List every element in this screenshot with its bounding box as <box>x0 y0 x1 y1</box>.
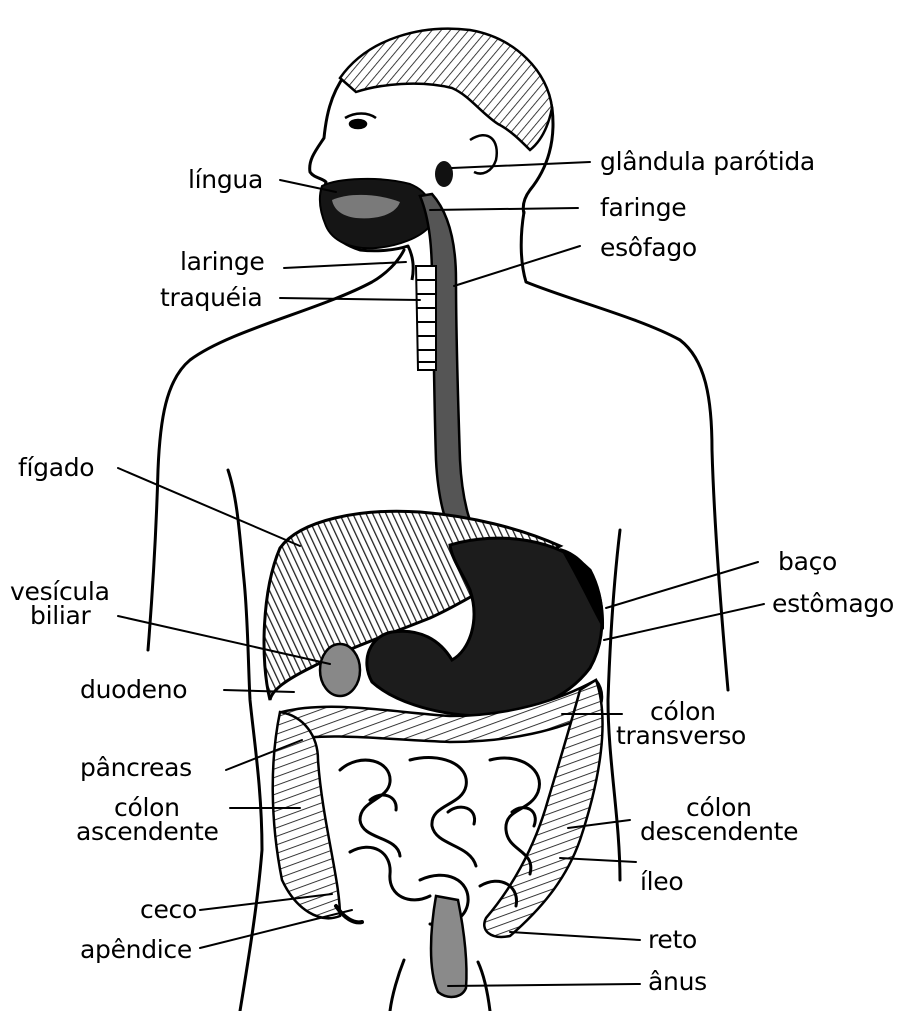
label-parotid-gland: glândula parótida <box>600 150 815 174</box>
ascending-colon <box>273 712 340 918</box>
label-transverse-colon: cólon transverso <box>616 700 746 748</box>
label-larynx: laringe <box>180 250 265 274</box>
label-duodenum: duodeno <box>80 678 187 702</box>
label-transverse-colon-line2: transverso <box>616 724 746 748</box>
label-pharynx: faringe <box>600 196 686 220</box>
label-liver: fígado <box>18 456 94 480</box>
appendix <box>336 906 362 922</box>
label-gallbladder: vesícula biliar <box>10 580 110 628</box>
label-tongue: língua <box>188 168 263 192</box>
label-trachea: traquéia <box>160 286 262 310</box>
label-cecum: ceco <box>140 898 197 922</box>
gallbladder <box>320 644 360 696</box>
label-descending-colon: cólon descendente <box>640 796 798 844</box>
parotid-gland <box>435 161 453 187</box>
esophagus <box>420 194 486 562</box>
label-ileum: íleo <box>640 870 683 894</box>
label-anus: ânus <box>648 970 707 994</box>
label-gallbladder-line2: biliar <box>30 604 110 628</box>
trachea <box>416 266 436 370</box>
face-features <box>345 114 497 174</box>
label-spleen: baço <box>778 550 837 574</box>
rectum <box>431 896 467 997</box>
label-ascending-colon: cólon ascendente <box>76 796 219 844</box>
label-appendix: apêndice <box>80 938 192 962</box>
label-esophagus: esôfago <box>600 236 697 260</box>
label-rectum: reto <box>648 928 697 952</box>
label-descending-colon-line2: descendente <box>640 820 798 844</box>
hair <box>340 29 552 150</box>
label-stomach: estômago <box>772 592 894 616</box>
label-pancreas: pâncreas <box>80 756 192 780</box>
label-ascending-colon-line2: ascendente <box>76 820 219 844</box>
